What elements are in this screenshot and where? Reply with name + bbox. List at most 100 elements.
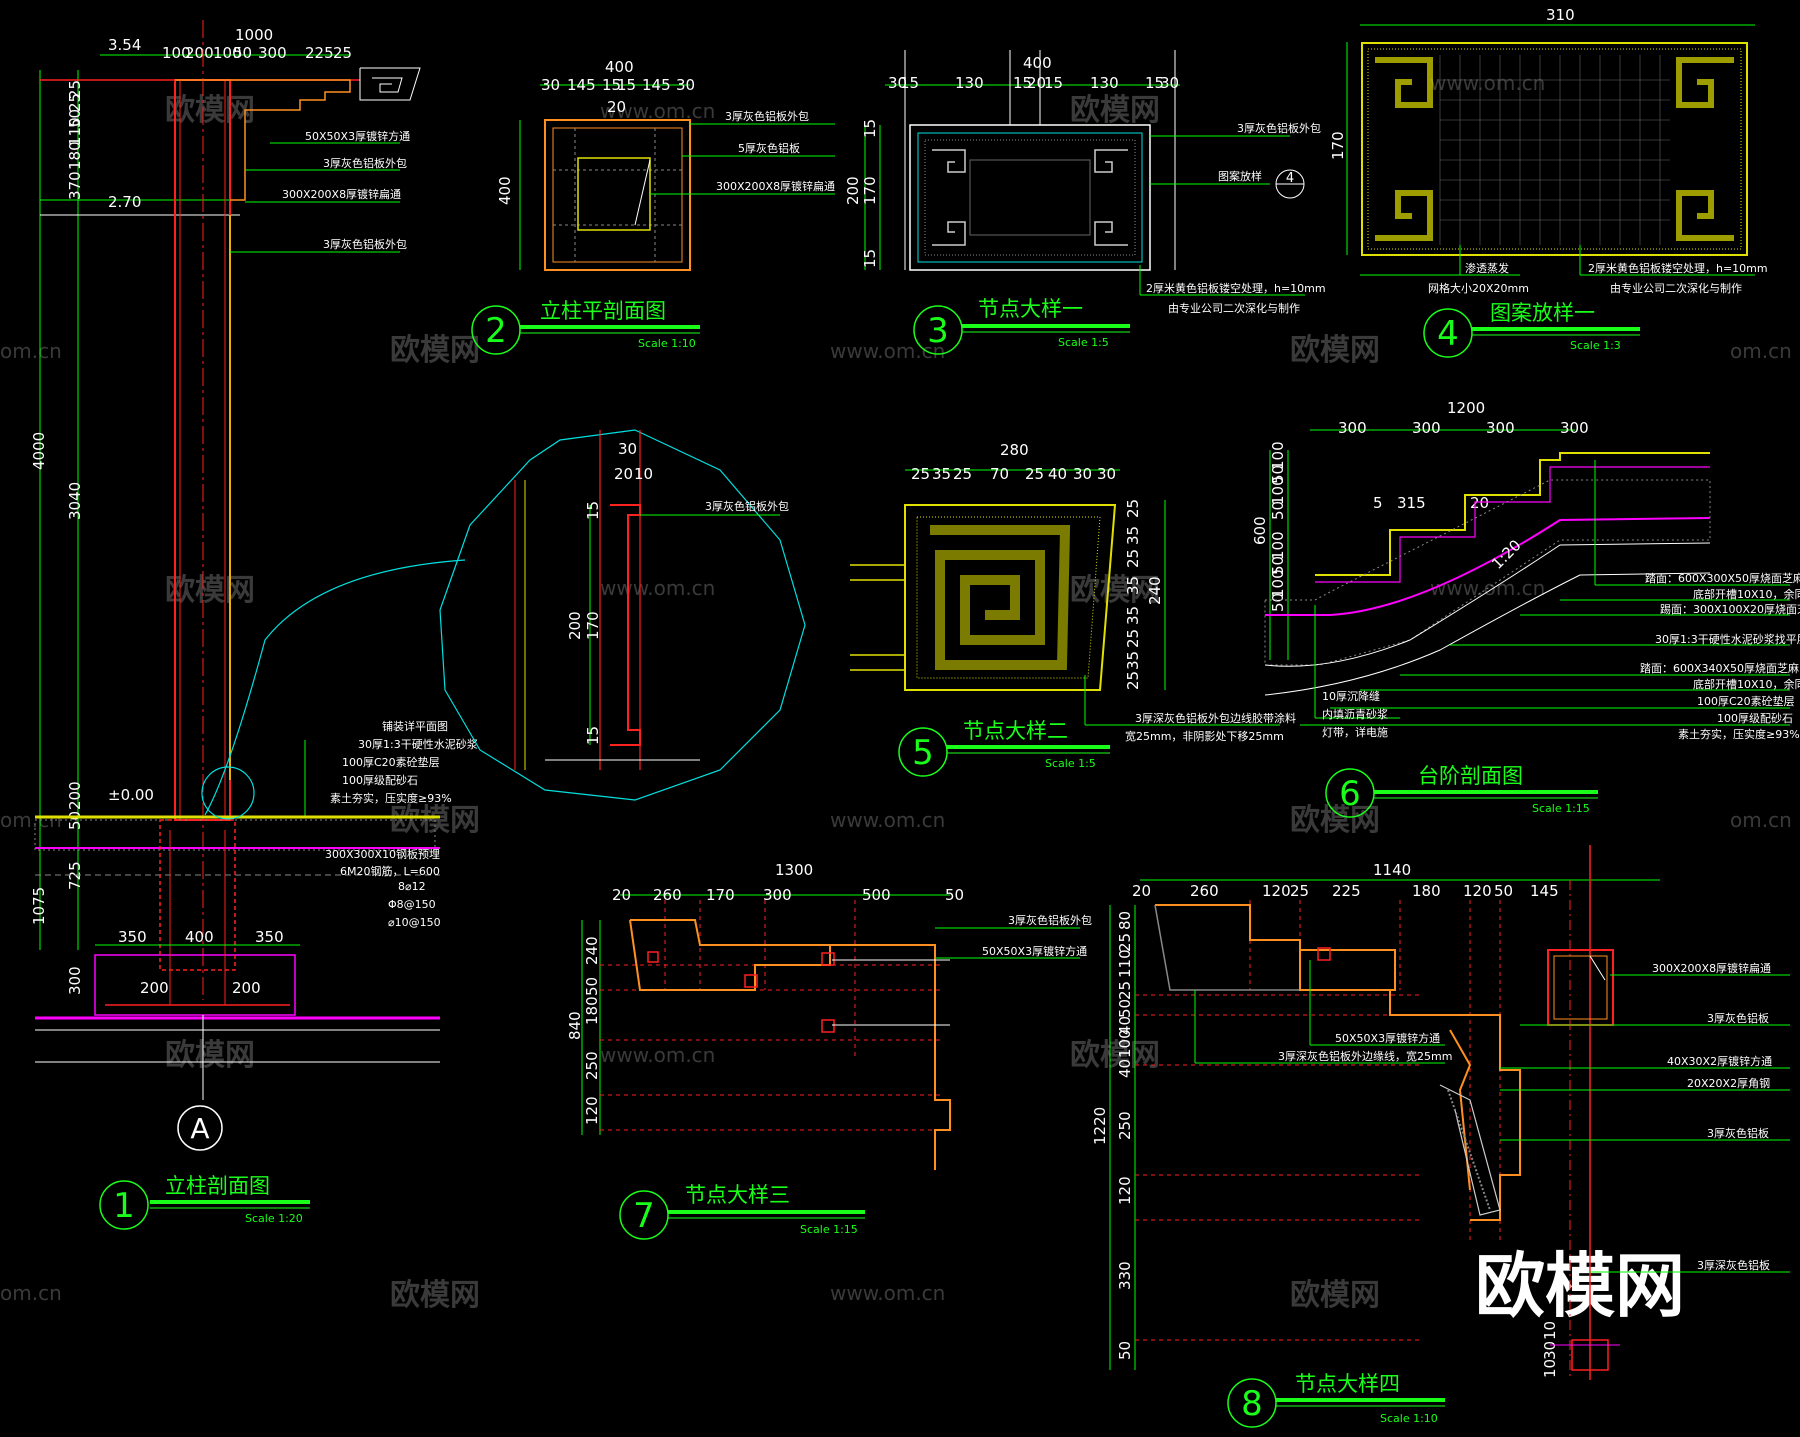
note: 300X200X8厚镀锌扁通 <box>1652 961 1771 975</box>
dim: 170 <box>584 611 602 640</box>
dim: 30 <box>1160 74 1179 92</box>
detail-4-pattern: 310 170 渗透蒸发 网格大小20X20mm 2厚米黄色铝板镂空处理，h=1… <box>1329 6 1768 358</box>
watermark-brand: 欧模网 <box>1070 1038 1160 1073</box>
enlarged-detail-circle: 30 20 10 15 200 170 15 3厚灰色铝板外包 <box>201 429 806 820</box>
dim: 50 <box>233 44 252 62</box>
dim: 25 <box>1116 981 1134 1000</box>
dim: 30 <box>1541 1341 1559 1360</box>
layer-note: 铺装详平面图 <box>382 719 448 733</box>
watermark-url: www.om.cn <box>830 1281 945 1305</box>
dim: 20 <box>1470 494 1489 512</box>
dim: 15 <box>617 76 636 94</box>
detail-number: 4 <box>1437 314 1459 354</box>
note: 20X20X2厚角钢 <box>1687 1077 1770 1090</box>
dim: 25 <box>66 93 84 112</box>
callout-ref: 4 <box>1286 171 1294 186</box>
detail-8-node: 1140 20 260 120 25 225 180 120 50 145 80… <box>1091 845 1790 1428</box>
detail-5-node: 280 25 35 25 70 25 40 30 30 25 35 25 35 … <box>850 441 1296 777</box>
note: 宽25mm，非阴影处下移25mm <box>1125 729 1284 743</box>
layer-note: 素土夯实，压实度≥93% <box>330 791 452 805</box>
dim: 25 <box>953 465 972 483</box>
dim: 15 <box>1013 74 1032 92</box>
dim: 170 <box>861 176 879 205</box>
dim: 180 <box>583 996 601 1025</box>
dim: 300 <box>1486 419 1515 437</box>
note: 网格大小20X20mm <box>1428 281 1529 295</box>
dim: 35 <box>1124 576 1142 595</box>
detail-title: 图案放样一 <box>1490 301 1595 325</box>
dim: 180 <box>66 141 84 170</box>
dim: 35 <box>1124 526 1142 545</box>
detail-3-node: 400 30 15 130 15 20 15 130 15 30 200 170… <box>844 50 1326 355</box>
watermark-url: www.om.cn <box>600 1043 715 1067</box>
dim: 170 <box>706 886 735 904</box>
dim: 200 <box>566 611 584 640</box>
detail-number: 5 <box>912 733 934 773</box>
note: 300X200X8厚镀锌扁通 <box>716 179 835 193</box>
dim: 100 <box>162 44 191 62</box>
dim: 200 <box>140 979 169 997</box>
dim: 130 <box>1090 74 1119 92</box>
left-note: 灯带，详电施 <box>1322 725 1388 739</box>
watermark-url: om.cn <box>1730 808 1792 832</box>
note: 素土夯实，压实度≥93% <box>1678 727 1800 741</box>
note: 3厚灰色铝板外包 <box>725 109 809 123</box>
dim: 170 <box>1329 131 1347 160</box>
dim: 50 <box>66 109 84 128</box>
dim: 15 <box>1145 74 1164 92</box>
note: 踏面：600X300X50厚烧面芝麻白，侧倒5X5 <box>1645 571 1800 585</box>
dim: 5 <box>1373 494 1383 512</box>
detail-title: 节点大样二 <box>963 719 1068 743</box>
detail-scale: Scale 1:15 <box>800 1223 858 1236</box>
watermark-brand: 欧模网 <box>1070 573 1160 608</box>
note: 由专业公司二次深化与制作 <box>1610 281 1742 295</box>
dim: 200 <box>66 781 84 810</box>
detail-title: 台阶剖面图 <box>1418 764 1523 788</box>
dim: 400 <box>496 176 514 205</box>
dim: 250 <box>1116 1111 1134 1140</box>
dim: 30 <box>541 76 560 94</box>
dim: 25 <box>1290 882 1309 900</box>
left-note: 内填沥青砂浆 <box>1322 707 1388 721</box>
dim: 400 <box>605 58 634 76</box>
detail-scale: Scale 1:5 <box>1058 336 1109 349</box>
dim: 30 <box>1073 465 1092 483</box>
dim: 40 <box>1048 465 1067 483</box>
elev-top: 2.70 <box>108 193 141 211</box>
dim: 15 <box>584 726 602 745</box>
watermarks: 欧模网 欧模网 www.om.cn www.om.cn 欧模网 欧模网 om.c… <box>0 71 1792 1327</box>
watermark-url: om.cn <box>0 339 62 363</box>
dim: 200 <box>844 176 862 205</box>
dim: 15 <box>602 76 621 94</box>
note: 3厚灰色铝板 <box>1707 1126 1769 1140</box>
dim: 50 <box>583 977 601 996</box>
grid-axis-label: A <box>190 1112 209 1145</box>
dim: 100 <box>1269 531 1287 560</box>
dim: 225 <box>1332 882 1361 900</box>
dim: 100 <box>1116 1029 1134 1058</box>
dim: 40 <box>1116 1059 1134 1078</box>
base-note: ⌀10@150 <box>388 916 441 929</box>
dim: 4000 <box>30 432 48 470</box>
dim: 725 <box>66 861 84 890</box>
dim: 260 <box>653 886 682 904</box>
layer-note: 30厚1:3干硬性水泥砂浆 <box>358 737 478 751</box>
base-note: 6M20钢筋，L=600 <box>340 864 440 878</box>
dim: 240 <box>583 936 601 965</box>
detail-scale: Scale 1:10 <box>638 337 696 350</box>
dim: 50 <box>1269 593 1287 612</box>
note: 50X50X3厚镀锌方通 <box>305 129 410 143</box>
dim: 120 <box>1262 882 1291 900</box>
dim: 145 <box>1530 882 1559 900</box>
watermark-url: www.om.cn <box>600 576 715 600</box>
detail-number: 3 <box>927 311 949 351</box>
detail-scale: Scale 1:3 <box>1570 339 1621 352</box>
dim: 110 <box>66 117 84 146</box>
dim: 15 <box>861 119 879 138</box>
note: 由专业公司二次深化与制作 <box>1168 301 1300 315</box>
dim: 25 <box>66 80 84 99</box>
detail-6-step-section: 1200 300 300 300 300 100 50 100 50 600 1… <box>1251 399 1800 818</box>
note: 100厚级配砂石 <box>1717 712 1793 725</box>
watermark-brand: 欧模网 <box>390 333 480 368</box>
dim: 300 <box>1560 419 1589 437</box>
